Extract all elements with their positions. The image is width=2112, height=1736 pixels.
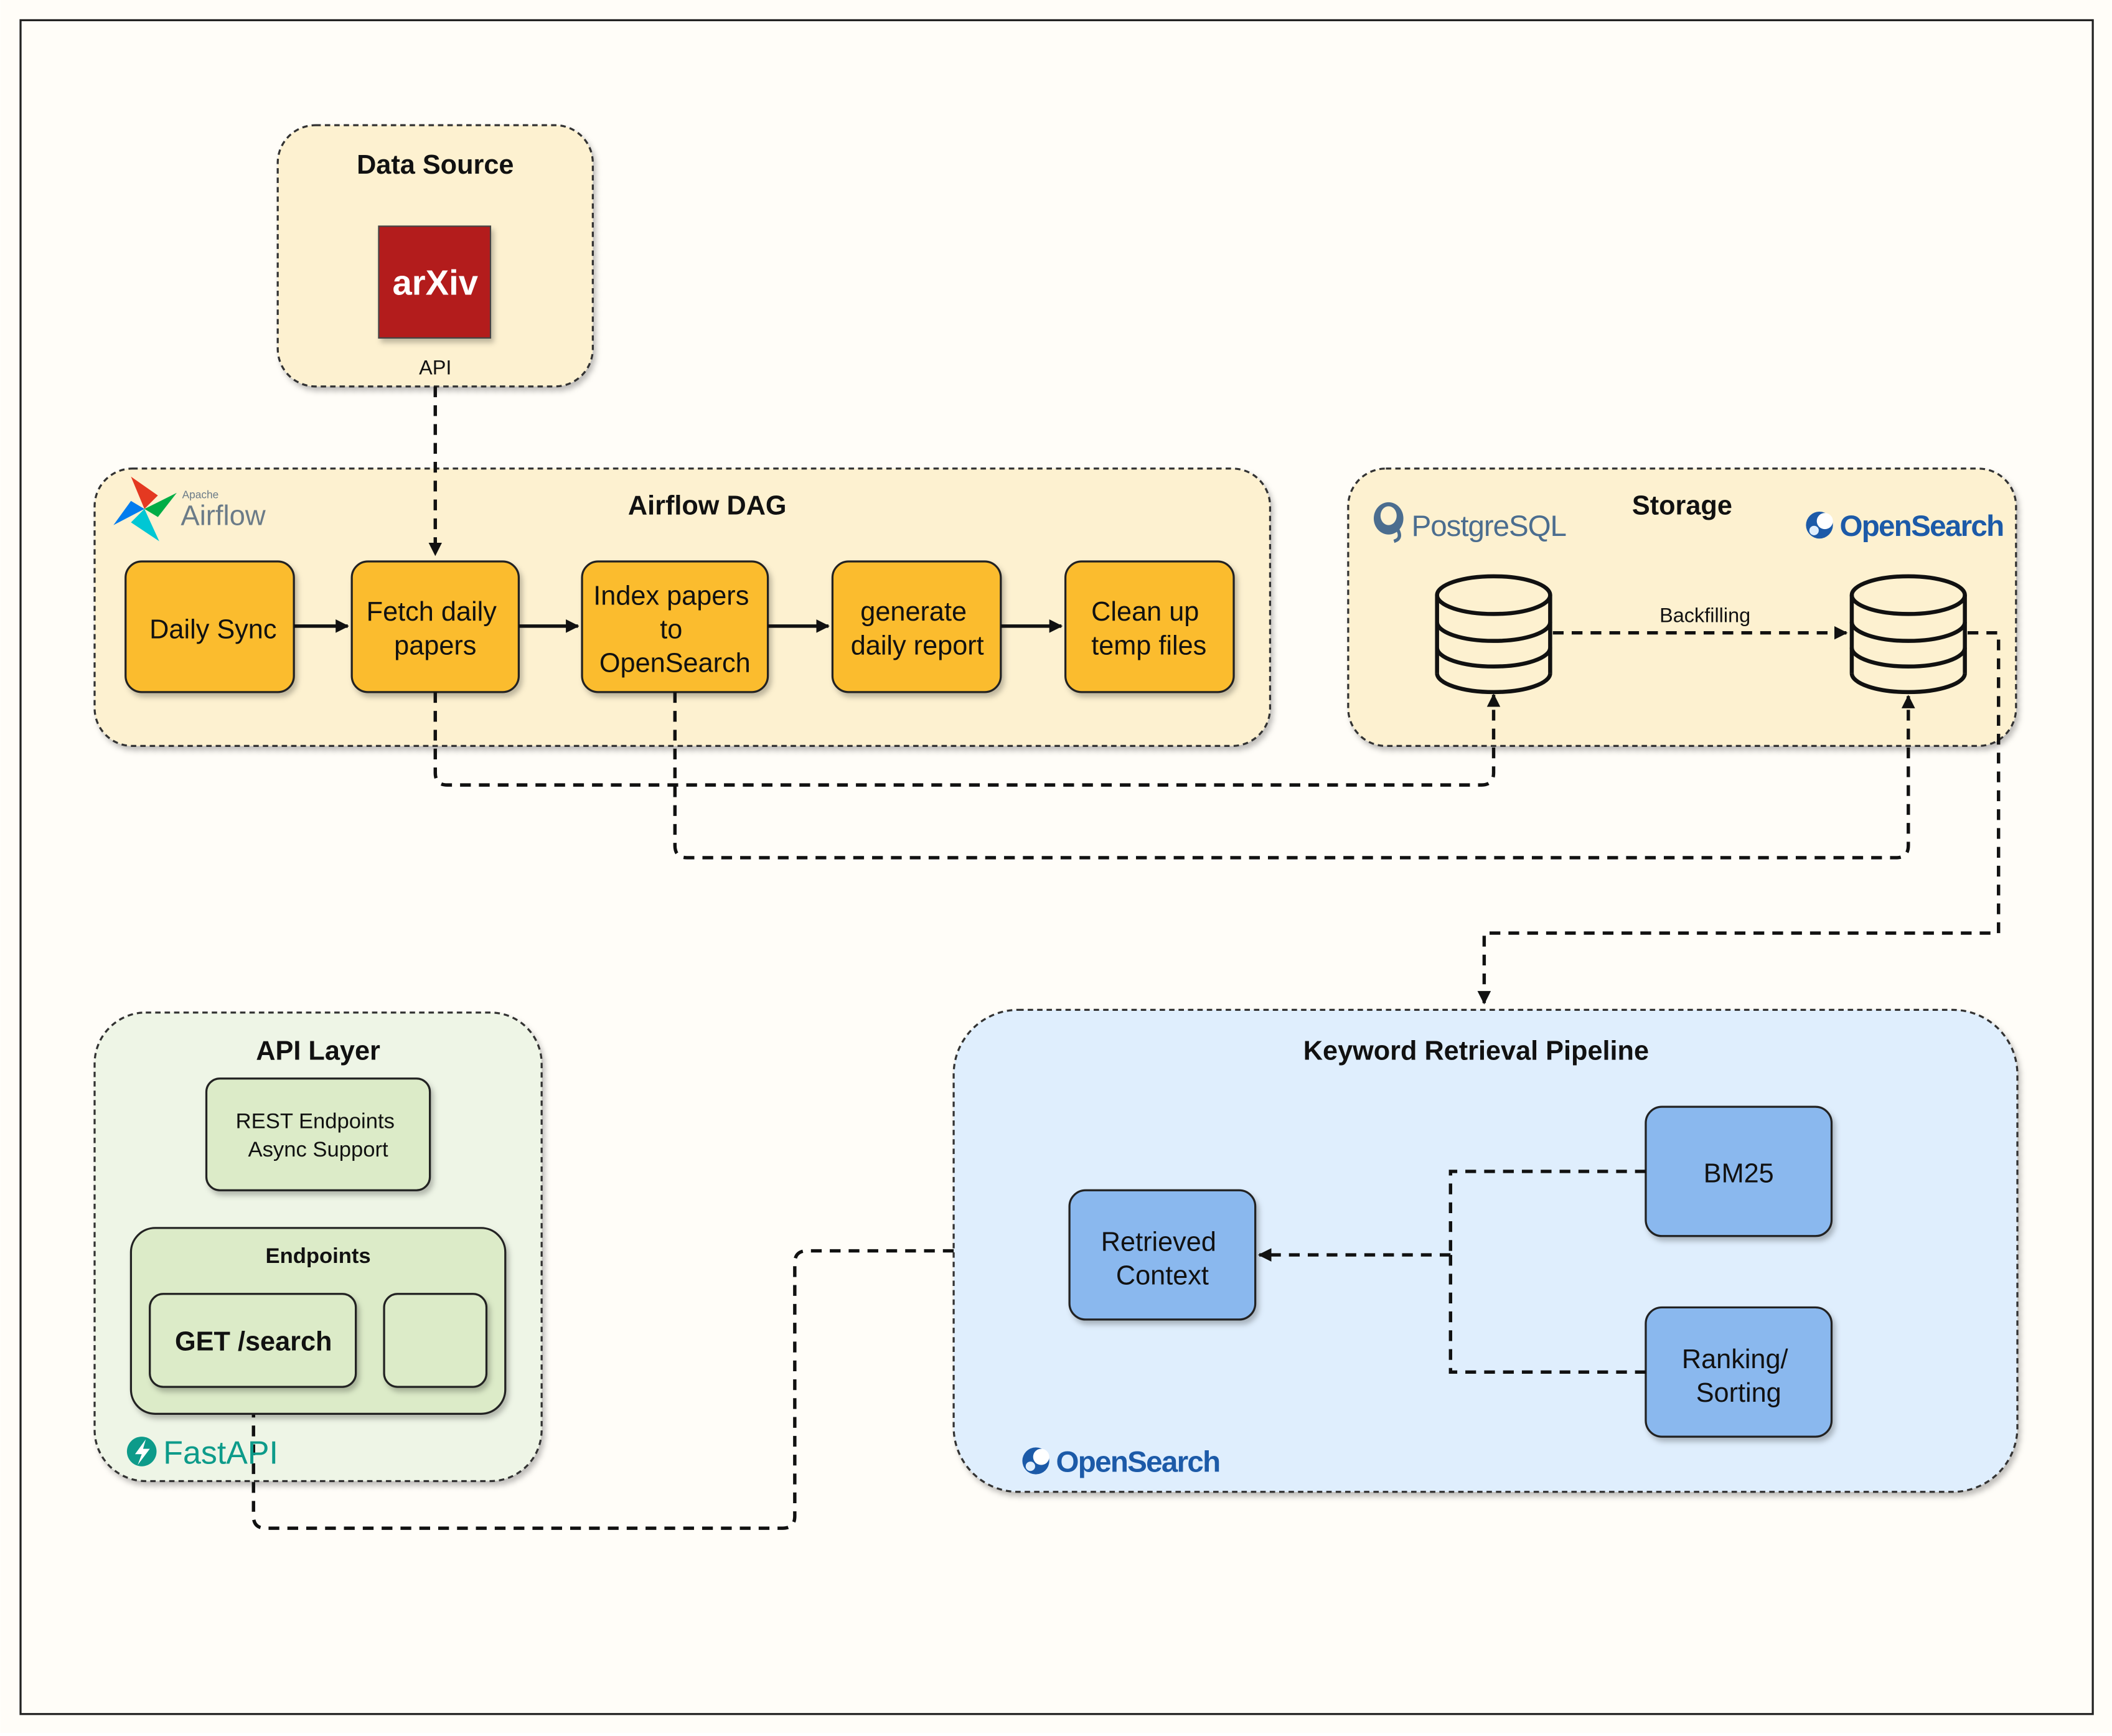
step-clean-line-2: temp files [1091,631,1206,660]
retrieved-context-node[interactable] [1068,1189,1257,1321]
retrieved-context-label: Retrieved Context [1101,1227,1224,1291]
step-fetch-daily-papers-label: Fetch daily papers [367,597,504,660]
arxiv-logo-text: arXiv [392,263,478,303]
step-daily-sync-line-1: Daily Sync [149,614,276,644]
get-search-endpoint[interactable] [149,1293,357,1388]
step-index-line-3: OpenSearch [599,648,751,678]
backfilling-label: Backfilling [1659,604,1750,626]
step-generate-report-label: generate daily report [851,597,984,660]
ranking-sorting-line-1: Ranking/ [1682,1344,1789,1374]
step-index-papers-label: Index papers to OpenSearch [593,581,756,678]
step-daily-sync-label: Daily Sync [149,614,276,644]
postgresql-logo-text: PostgreSQL [1412,510,1566,543]
step-clean-up[interactable] [1064,560,1235,693]
edge-bm25-to-context [1448,1170,1646,1255]
retrieved-context-line-1: Retrieved [1101,1227,1216,1257]
edge-retrieval-to-get-search [246,1249,954,1530]
opensearch-retrieval-logo-text: OpenSearch [1056,1445,1220,1478]
ranking-sorting-label: Ranking/ Sorting [1682,1344,1796,1408]
step-index-line-1: Index papers [593,581,749,611]
step-fetch-line-2: papers [394,631,476,660]
bm25-label: BM25 [1704,1158,1774,1188]
keyword-retrieval-title: Keyword Retrieval Pipeline [1303,1036,1649,1066]
step-clean-up-label: Clean up temp files [1091,597,1206,660]
airflow-dag-title: Airflow DAG [628,490,787,520]
data-source-title: Data Source [357,150,514,180]
storage-title: Storage [1632,490,1732,520]
api-features-label: REST Endpoints Async Support [236,1110,401,1161]
postgresql-elephant-icon [1374,502,1404,543]
step-generate-line-1: generate [860,597,967,627]
opensearch-storage-logo-text: OpenSearch [1839,510,2003,543]
storage-group [1347,467,2017,748]
outer-frame [19,19,2094,1715]
fastapi-logo-text: FastAPI [163,1435,278,1471]
api-features-line-1: REST Endpoints [236,1110,395,1133]
endpoints-title: Endpoints [265,1244,370,1268]
step-index-line-2: to [660,614,682,644]
opensearch-retrieval-logo-icon [1022,1447,1049,1475]
edge-ranking-to-context [1448,1255,1646,1374]
opensearch-storage-logo-icon [1806,512,1833,539]
arxiv-logo [378,225,492,339]
step-clean-line-1: Clean up [1091,597,1199,627]
step-generate-line-2: daily report [851,631,984,660]
edge-index-to-opensearch [673,692,1915,860]
empty-endpoint-slot[interactable] [383,1293,488,1388]
edge-opensearch-to-retrieval [1477,631,2001,1005]
airflow-logo-small: Apache [182,488,219,500]
arxiv-api-label: API [419,356,451,378]
step-fetch-line-1: Fetch daily [367,597,497,627]
fastapi-logo-icon [126,1437,157,1466]
ranking-sorting-line-2: Sorting [1696,1378,1781,1408]
retrieved-context-line-2: Context [1116,1261,1209,1291]
api-layer-title: API Layer [256,1036,380,1066]
airflow-logo-icon [113,476,177,542]
api-features-line-2: Async Support [248,1138,388,1161]
edge-fetch-to-postgresql [433,692,1501,787]
airflow-logo-text: Airflow [181,500,265,532]
api-features-box [205,1077,431,1191]
get-search-label: GET /search [175,1327,332,1357]
